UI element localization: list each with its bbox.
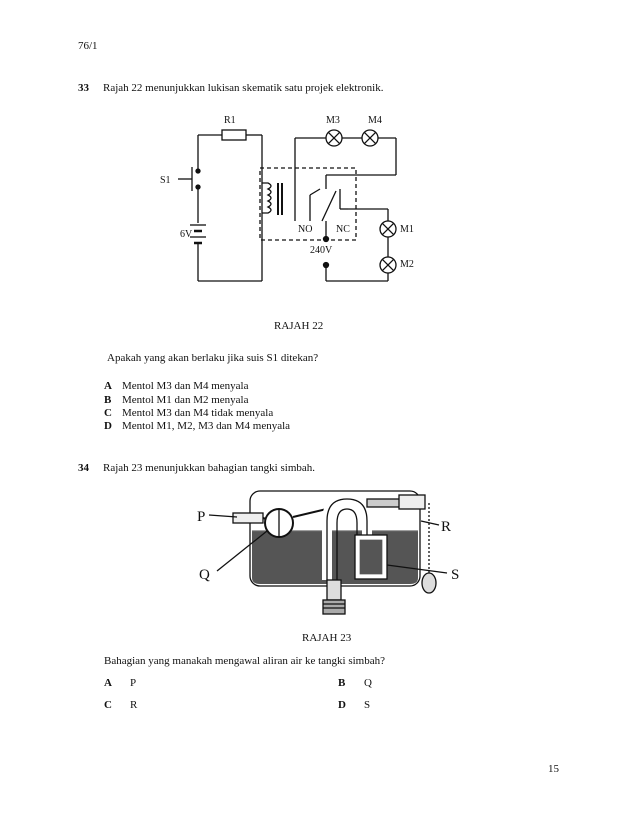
option-letter: C [104, 699, 112, 711]
label-240v: 240V [310, 245, 333, 256]
lamp-m2-filament [381, 258, 395, 272]
outlet-pipe [326, 579, 342, 601]
option-letter: A [104, 677, 112, 689]
siphon-inner [336, 508, 358, 580]
leader-r [420, 520, 440, 526]
figure-22-circuit: R1 M3 M4 S1 6V NO NC M1 M2 240V [160, 115, 414, 282]
option-text: Q [364, 677, 372, 689]
q33-option-c[interactable]: C Mentol M3 dan M4 tidak menyala [104, 407, 273, 419]
lamp-m3-filament [327, 131, 341, 145]
option-text: Mentol M3 dan M4 menyala [122, 380, 249, 392]
q33-option-b[interactable]: B Mentol M1 dan M2 menyala [104, 394, 248, 406]
option-text: Mentol M1, M2, M3 dan M4 menyala [122, 420, 291, 432]
option-letter: A [104, 380, 112, 392]
label-p: P [197, 509, 205, 525]
lamp-m1-filament [381, 222, 395, 236]
q33-number: 33 [78, 82, 89, 94]
option-letter: D [104, 420, 112, 432]
label-r1: R1 [224, 115, 236, 126]
option-letter: D [338, 699, 346, 711]
option-letter: B [338, 677, 346, 689]
chain-handle [421, 572, 437, 594]
leader-q [216, 530, 268, 572]
leader-p [208, 514, 238, 518]
label-m3: M3 [326, 115, 340, 126]
label-s: S [451, 567, 459, 583]
label-nc: NC [336, 224, 350, 235]
label-no: NO [298, 224, 312, 235]
option-text: P [130, 677, 137, 689]
figure-22-caption: RAJAH 22 [274, 320, 324, 332]
label-m1: M1 [400, 224, 414, 235]
q33-option-a[interactable]: A Mentol M3 dan M4 menyala [104, 380, 248, 392]
leader-s [386, 564, 448, 574]
label-q: Q [199, 567, 210, 583]
q34-number: 34 [78, 462, 89, 474]
label-s1: S1 [160, 175, 171, 186]
siphon-outline [326, 498, 368, 580]
label-m4: M4 [368, 115, 382, 126]
q33-question: Apakah yang akan berlaku jika suis S1 di… [107, 352, 319, 364]
contact-no [309, 188, 321, 196]
lamp-m4-filament [363, 131, 377, 145]
figure-23-caption: RAJAH 23 [302, 632, 352, 644]
tank-water [252, 531, 418, 584]
switch-contact [195, 168, 201, 174]
outlet-nut [322, 599, 346, 615]
option-letter: C [104, 407, 112, 419]
option-text: R [130, 699, 138, 711]
inlet-pipe [232, 512, 264, 524]
contact-arm [321, 190, 337, 222]
option-text: Mentol M1 dan M2 menyala [122, 394, 249, 406]
figure-23-tank: P Q R S [197, 490, 459, 615]
siphon-chamber-inner [358, 538, 384, 576]
q33-stem: Rajah 22 menunjukkan lukisan skematik sa… [103, 82, 384, 94]
resistor-r1 [221, 129, 247, 141]
lever-housing [398, 494, 426, 510]
label-m2: M2 [400, 259, 414, 270]
paper-code: 76/1 [78, 40, 98, 52]
q34-stem: Rajah 23 menunjukkan bahagian tangki sim… [103, 462, 316, 474]
option-text: S [364, 699, 371, 711]
label-r: R [441, 519, 451, 535]
option-letter: B [104, 394, 112, 406]
page-number: 15 [548, 763, 559, 775]
q33-option-d[interactable]: D Mentol M1, M2, M3 dan M4 menyala [104, 420, 290, 432]
relay-coil [262, 182, 272, 214]
option-text: Mentol M3 dan M4 tidak menyala [122, 407, 274, 419]
q34-question: Bahagian yang manakah mengawal aliran ai… [104, 655, 386, 667]
label-6v: 6V [180, 229, 193, 240]
